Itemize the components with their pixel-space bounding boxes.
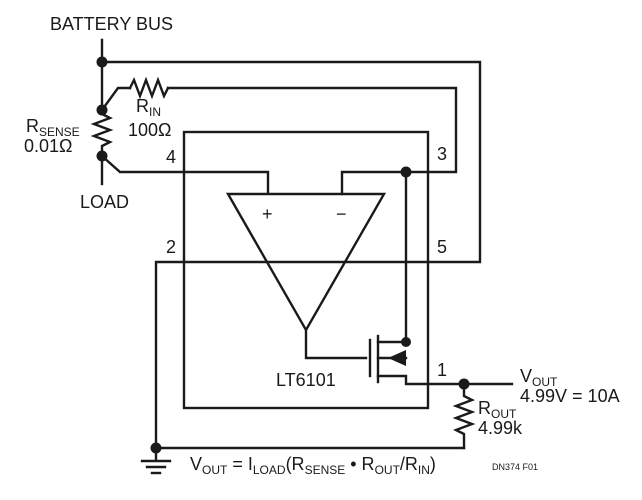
mosfet-arrow	[388, 350, 406, 366]
bus-to-pin5-wire	[100, 60, 482, 264]
pin5-label: 5	[437, 237, 447, 257]
minus-input-wire	[340, 170, 430, 196]
figure-id: DN374 F01	[492, 462, 538, 472]
pin2-label: 2	[166, 237, 176, 257]
rsense-bottom-node	[96, 150, 108, 162]
pin4-label: 4	[166, 147, 176, 167]
opamp-minus: −	[336, 204, 347, 224]
rout-resistor	[452, 382, 476, 450]
rin-resistor	[128, 76, 170, 100]
rout-value: 4.99k	[478, 418, 523, 438]
rsense-value: 0.01Ω	[24, 136, 73, 156]
battery-bus-label: BATTERY BUS	[50, 14, 173, 34]
vout-label: VOUT	[520, 366, 558, 389]
rsense-label: RSENSE	[26, 116, 80, 139]
pin1-label: 1	[437, 360, 447, 380]
ic-name: LT6101	[276, 370, 336, 390]
rsense-top-node	[96, 104, 108, 116]
rout-label: ROUT	[478, 398, 517, 421]
pin3-label: 3	[437, 144, 447, 164]
bus-node	[96, 56, 108, 68]
opamp-plus: +	[262, 204, 273, 224]
output-formula: VOUT = ILOAD(RSENSE • ROUT/RIN)	[190, 454, 436, 477]
vout-value: 4.99V = 10A	[520, 386, 620, 406]
ground-icon	[140, 459, 172, 475]
pin4-wire	[100, 154, 270, 194]
rin-label: RIN	[136, 96, 161, 119]
rin-to-pin3-wire	[166, 86, 458, 174]
rin-lead-left	[100, 86, 132, 112]
drain-node	[401, 337, 411, 347]
pin3-node	[400, 166, 412, 178]
load-label: LOAD	[80, 192, 129, 212]
ic-outline	[182, 130, 430, 410]
rsense-resistor	[90, 108, 114, 158]
mosfet-bottom	[376, 374, 430, 386]
opamp-output-wire	[304, 328, 368, 360]
rin-value: 100Ω	[128, 120, 172, 140]
pin2-wire	[154, 260, 186, 450]
